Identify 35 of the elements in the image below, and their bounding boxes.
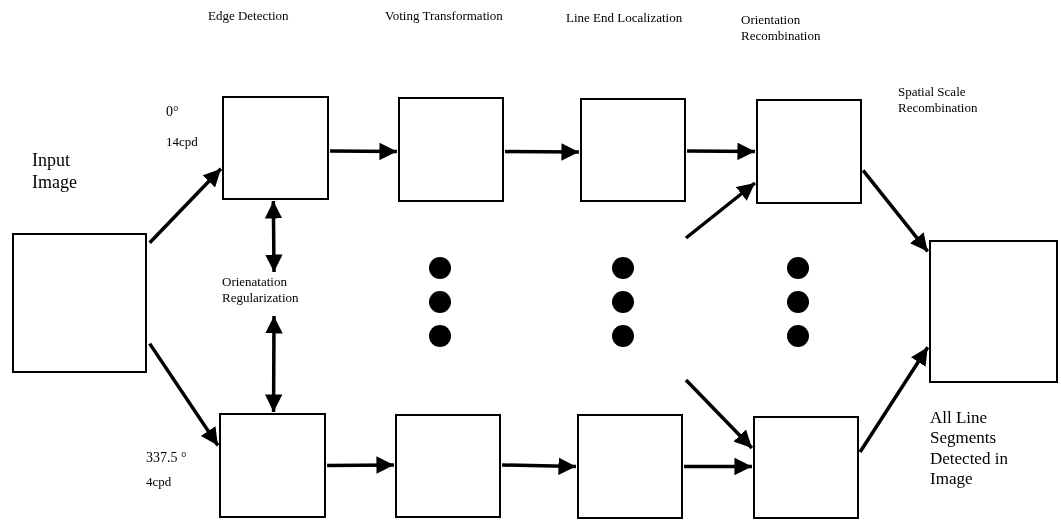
arrow (148, 342, 220, 447)
node-caption: 337.5 ° (146, 450, 187, 467)
stage-label: Edge Detection (208, 8, 290, 24)
arrow (687, 142, 755, 161)
process-box (577, 414, 683, 519)
arrow (861, 169, 930, 253)
stage-label: Line End Localization (566, 10, 684, 26)
process-box (395, 414, 501, 518)
process-box (398, 97, 504, 202)
arrow (330, 142, 397, 161)
node-heading: Input Image (32, 150, 78, 194)
arrow (148, 167, 223, 244)
stage-label: Orientation Recombination (741, 12, 822, 44)
arrow (684, 457, 752, 476)
stage-label: Spatial Scale Recombination (898, 84, 979, 116)
process-box (219, 413, 326, 518)
process-box (580, 98, 686, 202)
arrow (858, 346, 930, 453)
arrow (684, 378, 754, 450)
node-caption: 4cpd (146, 474, 172, 490)
arrow (502, 457, 576, 475)
process-box (753, 416, 859, 519)
node-label: Orienatation Regularization (222, 274, 352, 306)
node-caption: 14cpd (166, 134, 198, 150)
arrow (327, 456, 394, 474)
arrow (684, 181, 757, 240)
process-box (929, 240, 1058, 383)
arrow (264, 201, 283, 272)
node-caption: All Line Segments Detected in Image (930, 408, 1009, 490)
process-box (222, 96, 329, 200)
process-box (756, 99, 862, 204)
node-caption: 0° (166, 104, 179, 121)
stage-label: Voting Transformation (385, 8, 504, 24)
arrow (264, 316, 283, 412)
arrow (505, 143, 579, 161)
